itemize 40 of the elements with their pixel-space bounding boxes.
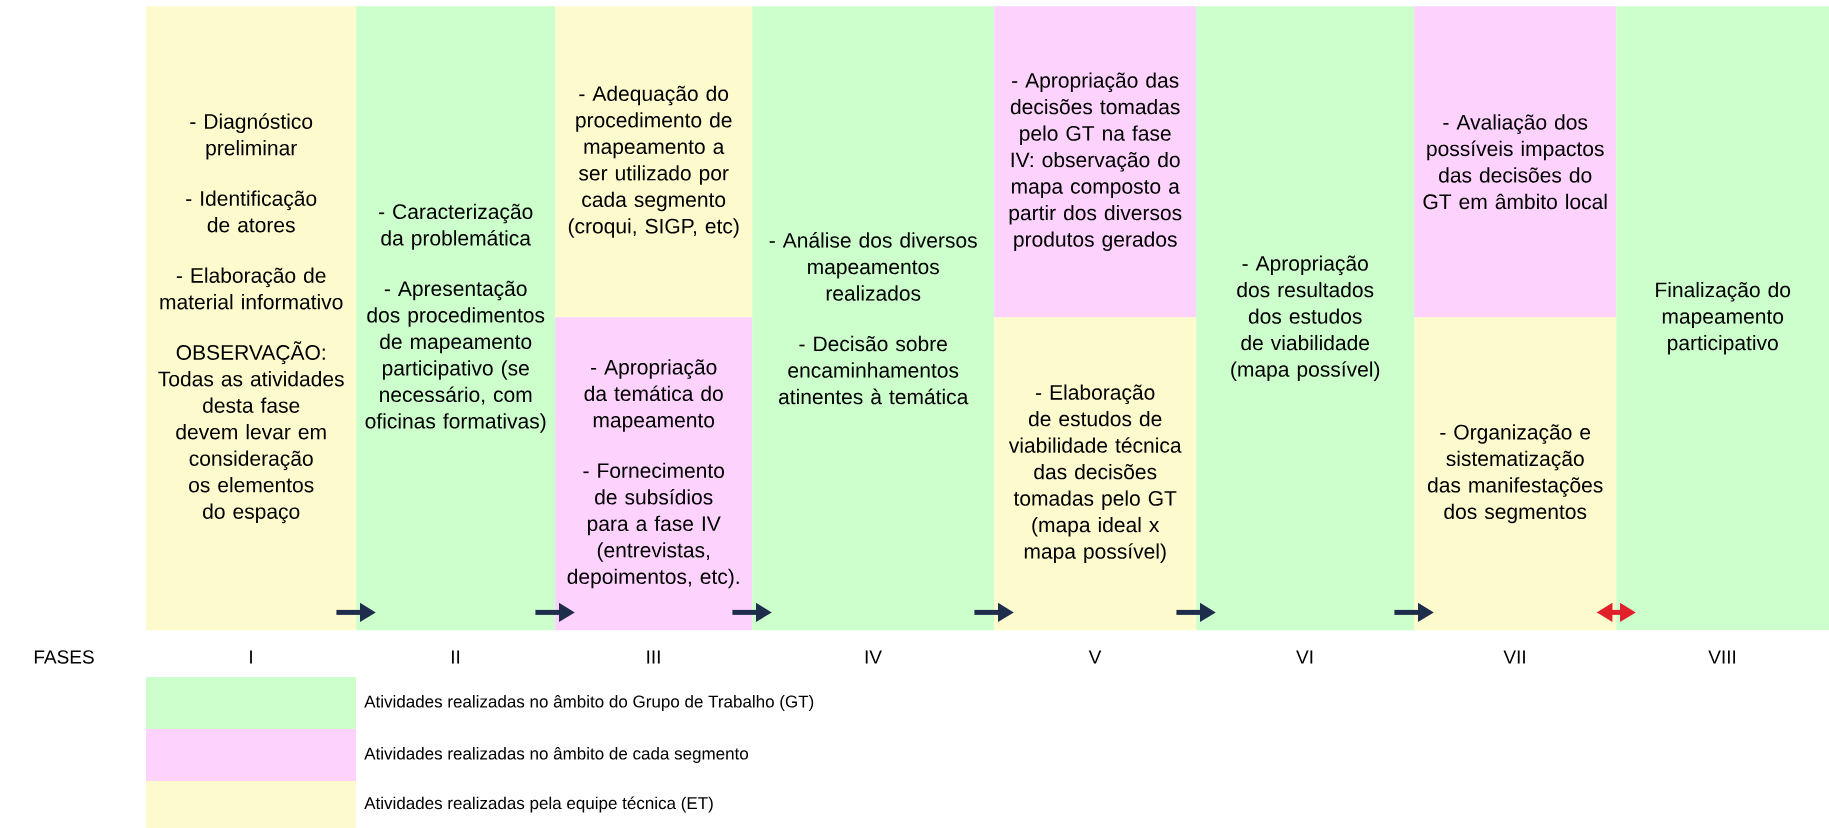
phase-cell	[752, 6, 995, 631]
legend-text: Atividades realizadas pela equipe técnica (ET)	[364, 796, 713, 813]
cell-text: - Apropriação das decisões tomadas pelo GT na fase IV: observação do mapa composto a partir dos diversos produtos gerados	[1009, 72, 1182, 251]
phase-numeral: VII	[1503, 650, 1525, 664]
phase-numeral: VI	[1296, 650, 1313, 664]
cell-text: Finalização do mapeamento participativo	[1656, 281, 1791, 355]
phase-cell	[1616, 6, 1829, 631]
cell-text: - Identificação de atores	[186, 190, 317, 233]
cell-text: - Fornecimento de subsídios para a fase IV (entrevistas, depoimentos, etc).	[567, 462, 739, 589]
cell-text: - Apropriação dos resultados dos estudos de viabilidade (mapa possível)	[1231, 255, 1380, 381]
row-heading: FASES	[34, 650, 94, 664]
phase-cell	[1196, 6, 1415, 631]
cell-text: - Elaboração de material informativo	[160, 267, 343, 310]
phase-numeral: V	[1088, 650, 1102, 664]
cell-text: - Apropriação da temática do mapeamento	[584, 359, 723, 432]
legend-text: Atividades realizadas no âmbito de cada segmento	[364, 747, 749, 763]
phase-cell	[994, 6, 1197, 318]
phase-numeral: VIII	[1708, 650, 1736, 664]
phase-cell	[356, 6, 556, 631]
phase-cell	[1414, 6, 1617, 318]
cell-text: - Diagnóstico preliminar	[190, 113, 313, 160]
cell-text: - Análise dos diversos mapeamentos realizados	[769, 232, 977, 301]
cell-text: - Caracterização da problemática	[379, 203, 533, 250]
cell-text: - Organização e sistematização das manifestações dos segmentos	[1427, 424, 1603, 524]
phase-cell	[146, 6, 357, 631]
legend-text: Atividades realizadas no âmbito do Grupo de Trabalho (GT)	[364, 695, 814, 711]
cell-text: - Elaboração de estudos de viabilidade técnica das decisões tomadas pelo GT (mapa ideal x mapa possível)	[1008, 384, 1182, 563]
cell-text: - Apresentação dos procedimentos de mapeamento participativo (se necessário, com oficinas formativas)	[365, 280, 546, 433]
phase-numeral: III	[647, 650, 660, 664]
phase-cell	[555, 317, 753, 631]
phase-cell	[1414, 317, 1617, 631]
phase-numeral: II	[452, 650, 460, 664]
phase-cell	[994, 317, 1197, 631]
cell-text: - Adequação do procedimento de mapeamento a ser utilizado por cada segmento (croqui, SIGP, etc)	[568, 85, 739, 238]
phase-numeral: I	[250, 650, 252, 664]
cell-text: OBSERVAÇÃO: Todas as atividades desta fase devem levar em consideração os elementos do espaço	[158, 341, 344, 524]
phase-numeral: IV	[865, 650, 882, 664]
phase-cell	[555, 6, 753, 318]
cell-text: - Decisão sobre encaminhamentos atinentes à temática	[778, 335, 969, 405]
cell-text: - Avaliação dos possíveis impactos das decisões do GT em âmbito local	[1423, 114, 1607, 210]
